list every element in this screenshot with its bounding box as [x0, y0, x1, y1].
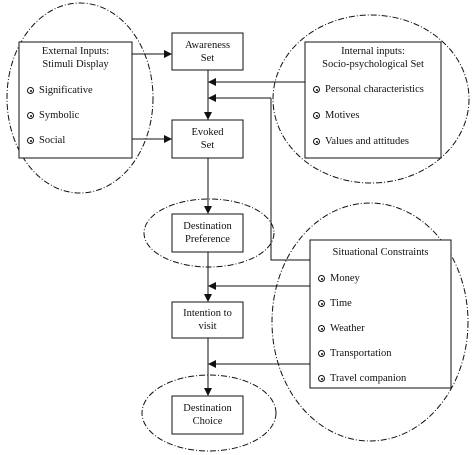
- radio-bullet-icon: [318, 300, 325, 307]
- preference-ellipse: [143, 198, 275, 268]
- external-title-line2: Stimuli Display: [42, 59, 109, 70]
- situational-ellipse: [271, 202, 469, 442]
- evoked-line2: Set: [200, 140, 215, 151]
- internal-item-values: Values and attitudes: [313, 135, 409, 148]
- radio-bullet-icon: [318, 375, 325, 382]
- external-item-label: Social: [39, 135, 66, 146]
- internal-inputs-title: Internal inputs: Socio-psychological Set: [305, 45, 441, 71]
- external-item-label: Significative: [39, 85, 93, 96]
- situational-title: Situational Constraints: [310, 246, 451, 259]
- situational-item-label: Weather: [330, 323, 365, 334]
- radio-bullet-icon: [27, 112, 34, 119]
- situational-item-label: Money: [330, 273, 360, 284]
- evoked-line1: Evoked: [191, 127, 224, 138]
- destination-preference-label: Destination Preference: [172, 214, 243, 252]
- external-item-significative: Significative: [27, 84, 93, 97]
- radio-bullet-icon: [313, 112, 320, 119]
- choice-box: [171, 395, 244, 435]
- choice-line1: Destination: [183, 403, 232, 414]
- radio-bullet-icon: [318, 275, 325, 282]
- radio-bullet-icon: [318, 325, 325, 332]
- situational-item-money: Money: [318, 272, 360, 285]
- external-item-symbolic: Symbolic: [27, 109, 79, 122]
- radio-bullet-icon: [313, 138, 320, 145]
- awareness-set-label: Awareness Set: [172, 33, 243, 70]
- situational-item-label: Travel companion: [330, 373, 407, 384]
- awareness-line1: Awareness: [184, 39, 231, 51]
- situational-title-text: Situational Constraints: [332, 247, 429, 258]
- situational-item-transportation: Transportation: [318, 347, 391, 360]
- intention-line1: Intention to: [183, 308, 232, 319]
- choice-line2: Choice: [192, 416, 223, 427]
- evoked-box: [171, 119, 244, 159]
- external-item-social: Social: [27, 134, 65, 147]
- internal-item-motives: Motives: [313, 109, 359, 122]
- external-item-label: Symbolic: [39, 110, 80, 121]
- situational-box: [309, 239, 452, 389]
- preference-line1: Destination: [183, 221, 232, 232]
- radio-bullet-icon: [27, 87, 34, 94]
- awareness-line2: Set: [200, 52, 215, 64]
- choice-ellipse: [141, 374, 277, 452]
- feedback-line-situational: [270, 98, 310, 261]
- internal-title-line2: Socio-psychological Set: [322, 59, 424, 70]
- internal-title-line1: Internal inputs:: [341, 46, 405, 57]
- situational-item-label: Time: [330, 298, 352, 309]
- intention-line2: visit: [198, 321, 217, 332]
- external-inputs-box: [18, 41, 133, 159]
- internal-inputs-ellipse: [272, 14, 470, 184]
- internal-item-label: Values and attitudes: [325, 136, 409, 147]
- situational-item-label: Transportation: [330, 348, 392, 359]
- destination-choice-label: Destination Choice: [172, 396, 243, 434]
- evoked-set-label: Evoked Set: [172, 120, 243, 158]
- preference-line2: Preference: [185, 234, 230, 245]
- radio-bullet-icon: [313, 86, 320, 93]
- situational-item-time: Time: [318, 297, 352, 310]
- internal-item-personal: Personal characteristics: [313, 83, 424, 96]
- internal-item-label: Personal characteristics: [325, 84, 424, 95]
- situational-item-travel-companion: Travel companion: [318, 372, 406, 385]
- external-inputs-ellipse: [6, 2, 154, 194]
- external-title-line1: External Inputs:: [41, 46, 110, 57]
- radio-bullet-icon: [318, 350, 325, 357]
- intention-box: [171, 301, 244, 339]
- internal-item-label: Motives: [325, 110, 360, 121]
- external-inputs-title: External Inputs: Stimuli Display: [19, 45, 132, 71]
- situational-item-weather: Weather: [318, 322, 365, 335]
- intention-to-visit-label: Intention to visit: [172, 302, 243, 338]
- internal-inputs-box: [304, 41, 442, 159]
- radio-bullet-icon: [27, 137, 34, 144]
